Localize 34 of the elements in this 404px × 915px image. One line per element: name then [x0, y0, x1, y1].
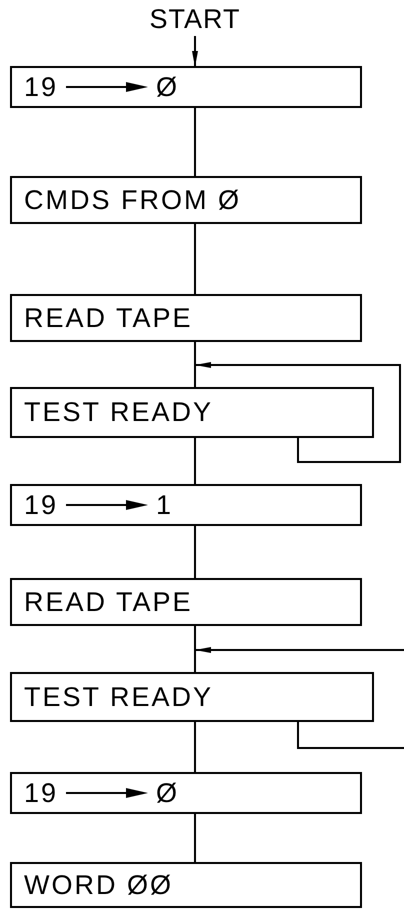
- process-box: [10, 387, 374, 438]
- process-box: [10, 772, 362, 814]
- arrow: [192, 36, 198, 67]
- box-text: READ TAPE: [24, 588, 193, 616]
- box-text: 1: [156, 492, 174, 518]
- process-box: [10, 294, 362, 342]
- connector-line: [194, 626, 196, 672]
- box-text: Ø: [156, 74, 180, 100]
- process-box: [10, 578, 362, 626]
- box-text: WORD ØØ: [24, 872, 173, 898]
- connector-line: [194, 438, 196, 484]
- process-box: [10, 484, 362, 526]
- connector-line: [194, 108, 196, 176]
- arrow: [195, 362, 401, 463]
- arrow: [195, 647, 404, 653]
- connector-line: [194, 526, 196, 578]
- process-box: [10, 862, 362, 908]
- box-text: TEST READY: [24, 399, 214, 426]
- box-text: CMDS FROM Ø: [24, 186, 241, 214]
- box-text: 19: [24, 780, 58, 806]
- connector-line: [194, 814, 196, 862]
- box-text: READ TAPE: [24, 304, 193, 332]
- box-text: 19: [24, 492, 58, 518]
- connector-line: [194, 342, 196, 387]
- process-box: [10, 672, 374, 722]
- connector-line: [297, 722, 404, 749]
- process-box: [10, 176, 362, 224]
- connector-line: [194, 224, 196, 294]
- box-text: TEST READY: [24, 684, 214, 710]
- connector-line: [194, 722, 196, 772]
- start-label: START: [135, 2, 255, 36]
- box-text: 19: [24, 74, 58, 100]
- process-box: [10, 66, 362, 108]
- box-text: Ø: [156, 780, 180, 806]
